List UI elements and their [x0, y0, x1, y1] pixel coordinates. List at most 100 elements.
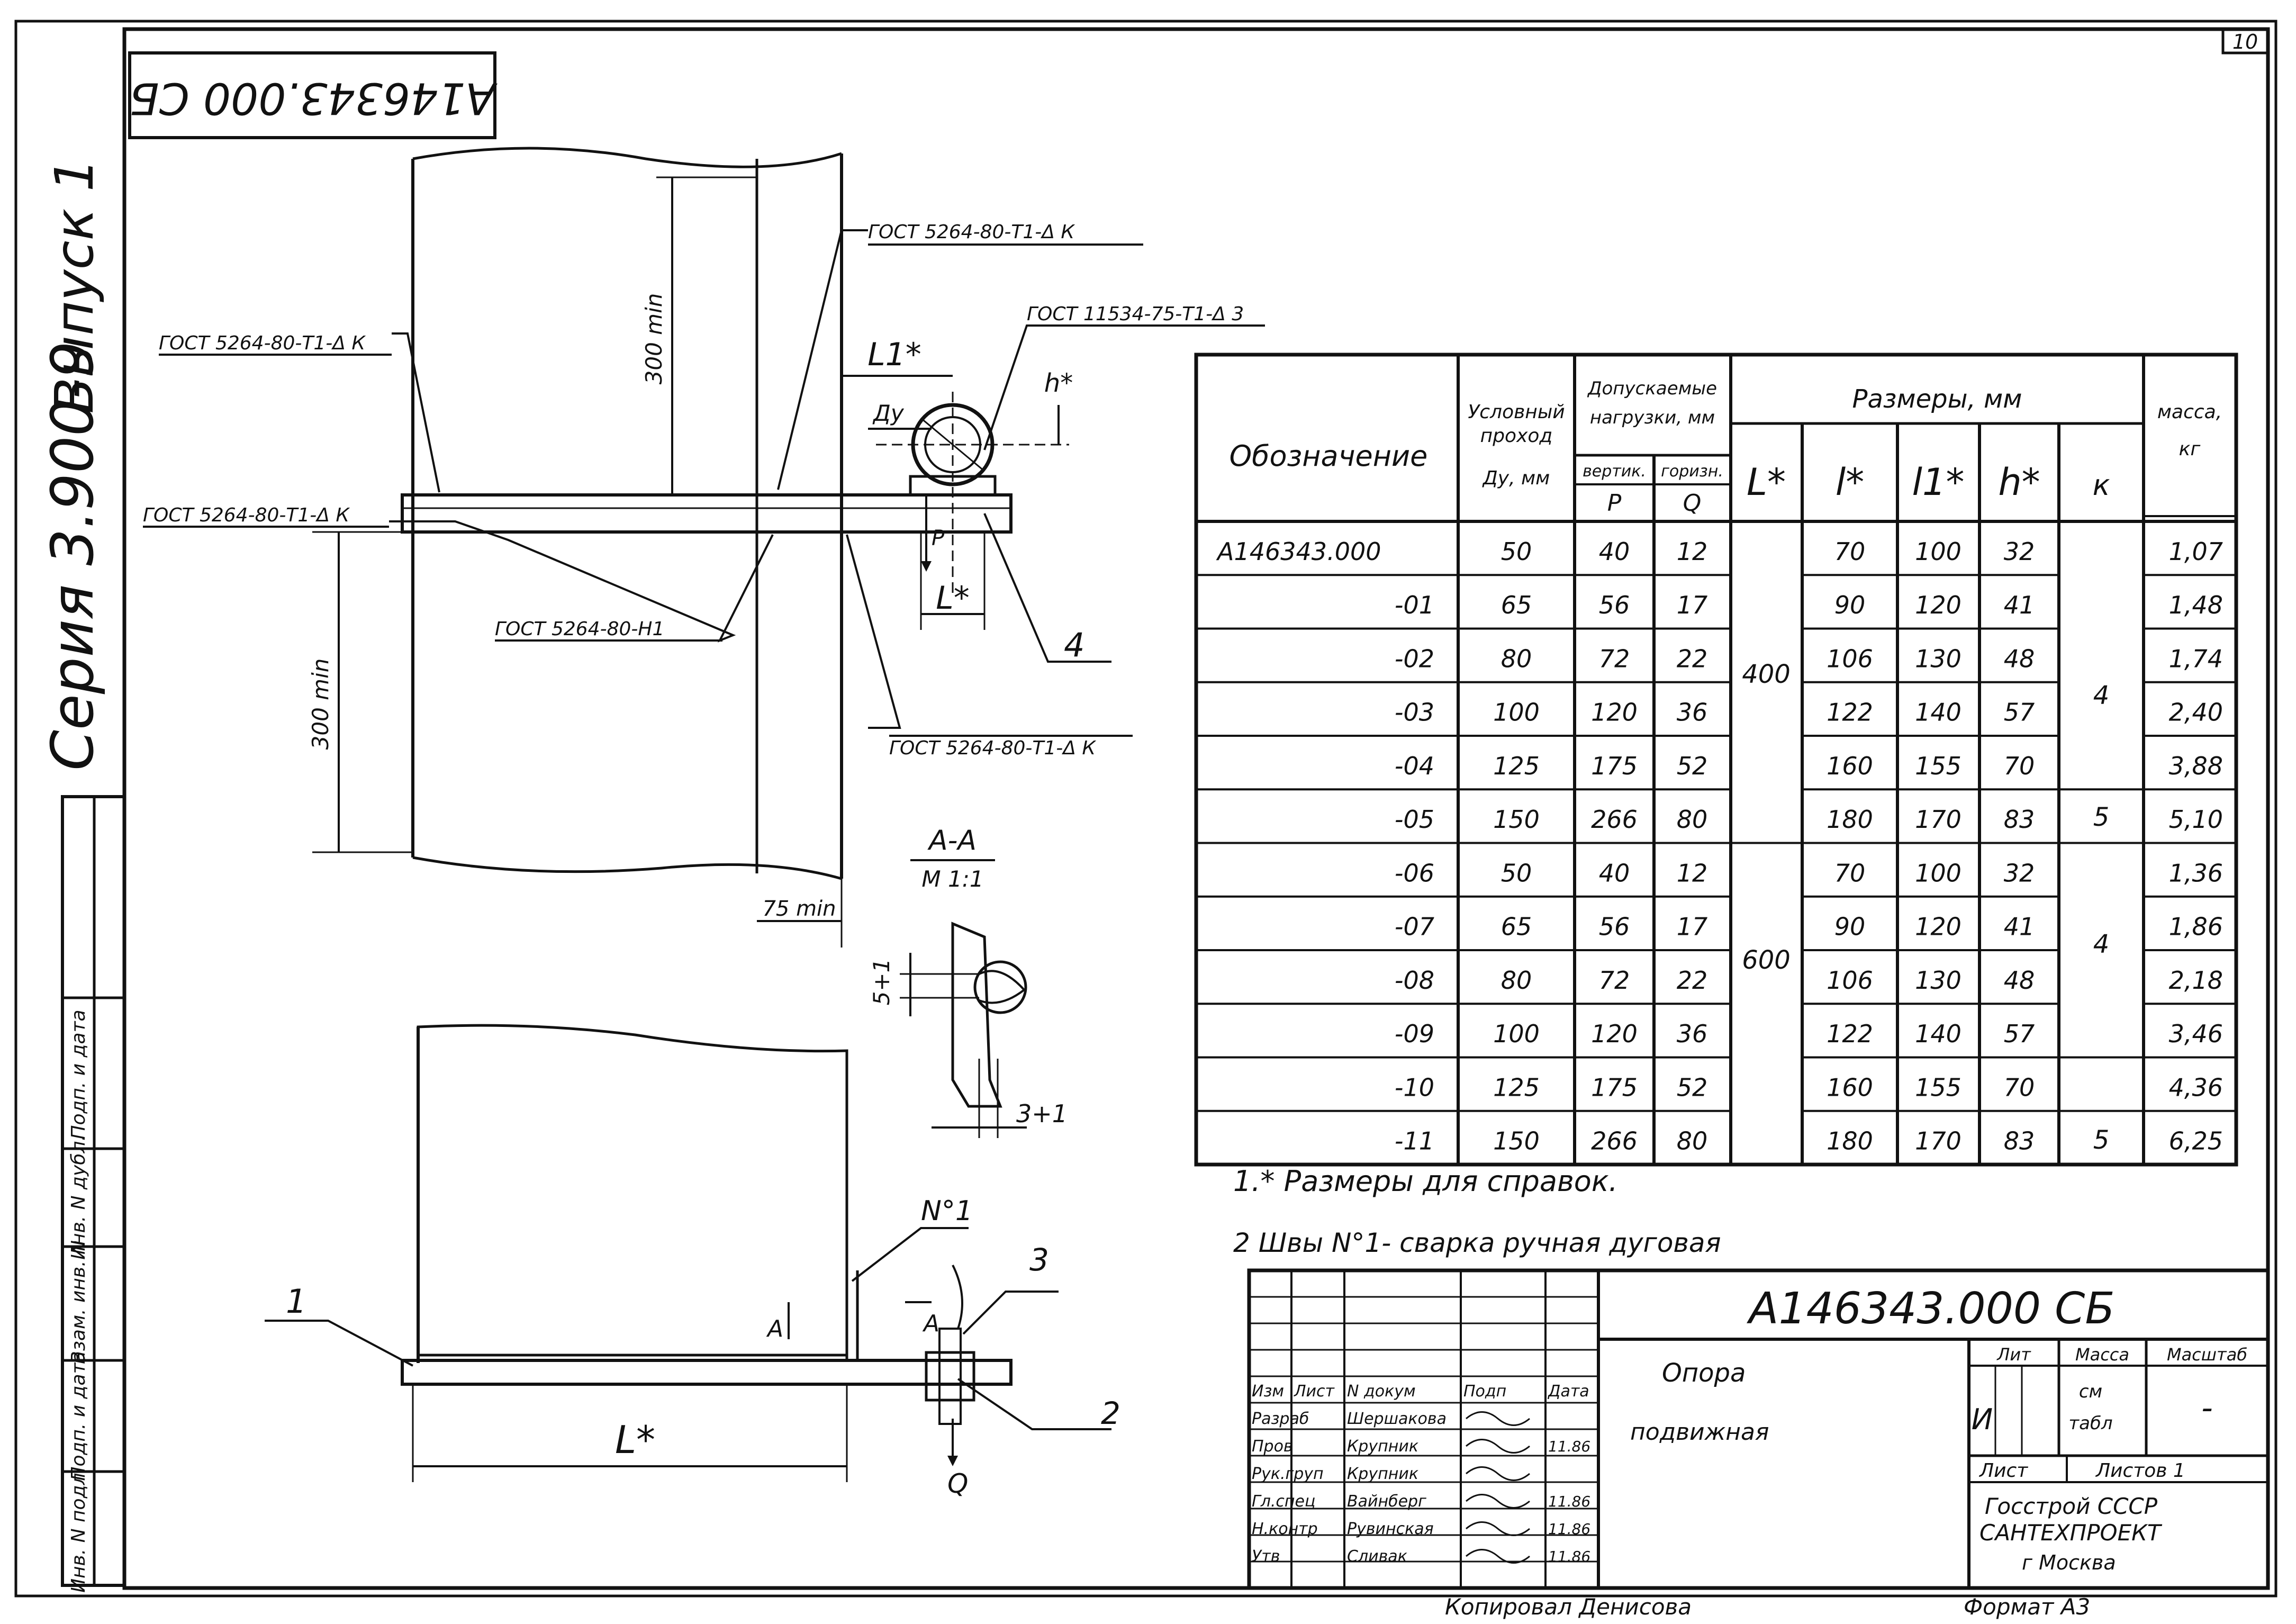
signature-scribble — [1466, 1549, 1530, 1564]
col-lit: Лит — [1996, 1345, 2031, 1365]
cell-l: 180 — [1827, 805, 1873, 834]
note-2: 2 Швы N°1- сварка ручная дуговая — [1233, 1228, 1721, 1258]
side-stamp: Инв. N подл. Подп. и дата Взам. инв. N И… — [61, 795, 126, 1593]
label-l-small: L* — [936, 580, 969, 617]
cell-q: 36 — [1677, 1019, 1708, 1048]
section-dim-3: 3+1 — [1016, 1099, 1068, 1128]
section-title: А-А — [927, 825, 977, 856]
tb-date: 11.86 — [1548, 1493, 1590, 1510]
label-4: 4 — [1064, 626, 1084, 664]
tb-header-cell: Подп — [1463, 1382, 1506, 1401]
th-l1: l1* — [1912, 461, 1965, 504]
label-du: Ду — [872, 400, 905, 426]
cell-mass: 1,86 — [2169, 913, 2223, 941]
cell-p: 120 — [1591, 698, 1638, 727]
cell-l1: 170 — [1915, 805, 1961, 834]
cell-l1: 120 — [1915, 913, 1961, 941]
label-a-right: А — [922, 1310, 939, 1337]
tb-name: Крупник — [1347, 1437, 1418, 1456]
sheet-label: Лист — [1978, 1460, 2028, 1482]
cell-h: 83 — [2004, 1127, 2035, 1156]
cell-l: 70 — [1834, 537, 1866, 566]
tb-name: Вайнберг — [1347, 1492, 1426, 1511]
cell-designation: -11 — [1395, 1127, 1434, 1156]
tb-date: 11.86 — [1548, 1548, 1590, 1565]
cell-k: 5 — [2093, 1125, 2110, 1155]
th-vert: вертик. — [1583, 462, 1646, 481]
copied-by: Копировал Денисова — [1445, 1594, 1692, 1620]
cell-mass: 1,36 — [2169, 859, 2223, 887]
cell-p: 175 — [1591, 1073, 1638, 1102]
cell-l: 180 — [1827, 1127, 1873, 1156]
cell-l: 90 — [1834, 913, 1866, 941]
col-scale: Масштаб — [2167, 1345, 2247, 1365]
stamp-label: Взам. инв. N — [68, 1240, 89, 1364]
cell-l: 122 — [1827, 1019, 1873, 1048]
org-3: г Москва — [2022, 1551, 2116, 1574]
cell-p: 56 — [1599, 913, 1630, 941]
cell-designation: -09 — [1395, 1019, 1434, 1048]
stamp-label: Инв. N подл. — [68, 1467, 89, 1593]
outer-frame — [14, 20, 2277, 1598]
cell-du: 50 — [1501, 859, 1532, 887]
tb-header-cell: Изм — [1252, 1382, 1284, 1401]
sheet-number-box — [2221, 28, 2270, 55]
cell-p: 40 — [1599, 859, 1630, 887]
cell-p: 266 — [1591, 805, 1638, 834]
cell-mass: 4,36 — [2169, 1073, 2223, 1102]
doc-code: А146343.000 СБ — [1746, 1284, 2114, 1334]
section-dim-5: 5+1 — [869, 959, 894, 1006]
gost-label: ГОСТ 5264-80-Т1-Δ К — [143, 504, 350, 526]
spec-table: Обозначение Условный проход Ду, мм Допус… — [1194, 353, 2238, 1167]
cell-designation: -08 — [1395, 966, 1434, 995]
cell-mass: 3,88 — [2169, 752, 2223, 780]
cell-l: 160 — [1827, 752, 1873, 780]
org-1: Госстрой СССР — [1985, 1493, 2158, 1519]
cell-mass: 1,48 — [2169, 591, 2223, 619]
cell-p: 40 — [1599, 537, 1630, 566]
cell-q: 52 — [1677, 752, 1708, 780]
cell-q: 22 — [1677, 966, 1708, 995]
th-du-1: Условный — [1468, 401, 1565, 423]
cell-du: 125 — [1493, 752, 1540, 780]
stamp-label: Подп. и дата — [68, 1009, 89, 1139]
cell-designation: -10 — [1395, 1073, 1434, 1102]
gost-label: ГОСТ 11534-75-Т1-Δ 3 — [1027, 303, 1244, 325]
signature-scribble — [1466, 1521, 1530, 1536]
label-a-left: А — [766, 1315, 783, 1342]
cell-l1: 155 — [1915, 752, 1961, 780]
th-dimensions: Размеры, мм — [1852, 384, 2022, 414]
th-du-3: Ду, мм — [1482, 467, 1550, 489]
cell-h: 70 — [2004, 1073, 2035, 1102]
tb-name: Крупник — [1347, 1465, 1418, 1483]
section-a-a: А-А М 1:1 5+1 3+1 — [869, 825, 1068, 1138]
th-loads-2: нагрузки, мм — [1590, 407, 1715, 428]
cell-l1: 120 — [1915, 591, 1961, 619]
tb-role: Разраб — [1252, 1410, 1309, 1428]
cell-q: 12 — [1677, 537, 1708, 566]
cell-q: 52 — [1677, 1073, 1708, 1102]
gost-label: ГОСТ 5264-80-Т1-Δ К — [868, 221, 1075, 243]
cell-du: 150 — [1493, 805, 1540, 834]
th-l: l* — [1836, 461, 1864, 504]
stamp-label: Инв. N дубл. — [68, 1135, 89, 1260]
cell-l: 106 — [1827, 966, 1873, 995]
cell-mass: 2,18 — [2169, 966, 2223, 995]
tb-header-cell: Дата — [1547, 1382, 1589, 1401]
cell-designation: -02 — [1395, 644, 1434, 673]
cell-l1: 100 — [1915, 537, 1961, 566]
cell-p: 72 — [1599, 644, 1630, 673]
cell-du: 80 — [1501, 966, 1532, 995]
th-mass-1: масса, — [2157, 401, 2222, 423]
cell-du: 65 — [1501, 591, 1532, 619]
cell-l1: 170 — [1915, 1127, 1961, 1156]
signature-scribble — [1466, 1466, 1530, 1481]
cell-q: 12 — [1677, 859, 1708, 887]
cell-L: 400 — [1742, 660, 1791, 689]
cell-k: 4 — [2093, 930, 2110, 959]
cell-k: 4 — [2093, 681, 2110, 710]
th-h: h* — [1998, 461, 2040, 504]
section-scale: М 1:1 — [921, 866, 983, 892]
cell-p: 56 — [1599, 591, 1630, 619]
